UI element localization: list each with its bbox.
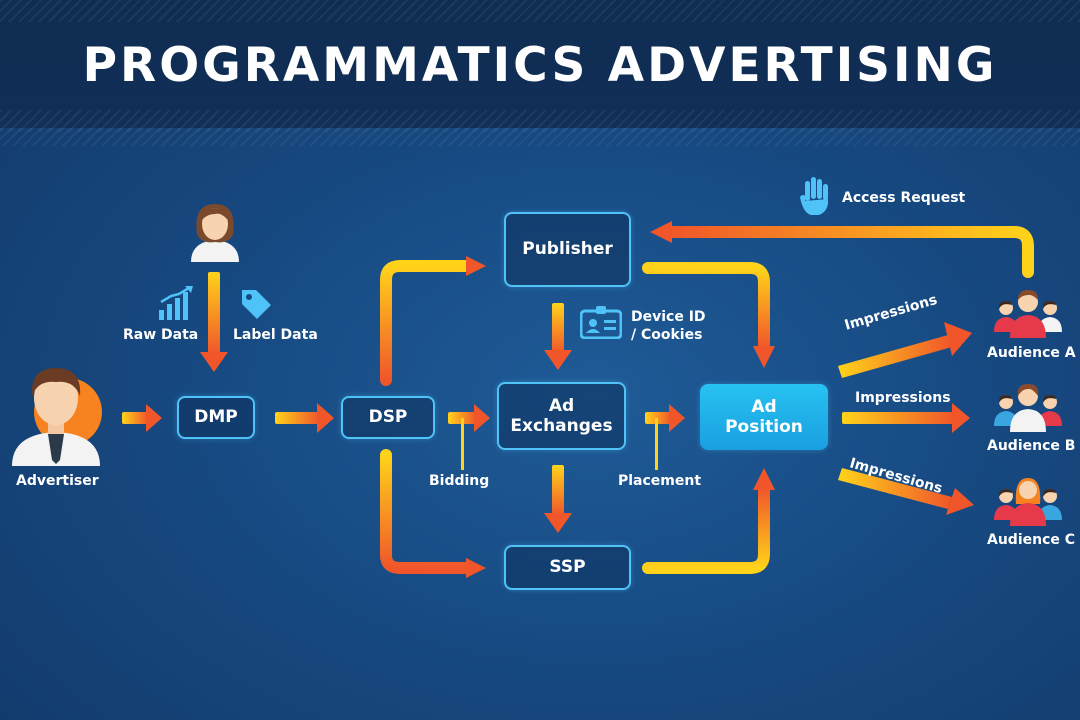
arrow-exchanges-ssp	[544, 465, 572, 533]
arrow-placement	[645, 404, 685, 470]
arrow-bidding	[448, 404, 490, 470]
raw-data-label: Raw Data	[123, 327, 199, 343]
arrow-ssp-adposition	[642, 482, 770, 574]
impressions-b-label: Impressions	[855, 390, 951, 406]
audience-group-icon	[994, 478, 1062, 526]
arrow-dmp-dsp	[275, 403, 334, 433]
publisher-box[interactable]: Publisher	[504, 212, 631, 287]
arrow-access-request	[664, 226, 1034, 278]
audience-group-icon	[994, 290, 1062, 338]
placement-label: Placement	[618, 473, 702, 489]
arrow-dsp-publisher	[380, 260, 474, 386]
ad-position-box[interactable]: Ad Position	[700, 384, 828, 450]
page-title: PROGRAMMATICS ADVERTISING	[82, 38, 998, 93]
tag-icon	[242, 290, 271, 319]
dsp-box[interactable]: DSP	[341, 396, 435, 439]
arrow-publisher-adposition	[642, 262, 770, 354]
arrow-analyst-dmp	[200, 272, 228, 372]
hatch-pattern-bottom	[0, 110, 1080, 132]
data-analyst-avatar-icon	[191, 204, 239, 262]
bar-chart-icon	[159, 286, 193, 320]
ad-exchanges-box[interactable]: Ad Exchanges	[497, 382, 626, 450]
advertiser-avatar-icon	[12, 368, 102, 466]
arrow-dsp-ssp	[380, 449, 474, 574]
audience-a-label: Audience A	[987, 345, 1076, 361]
audience-group-icon	[994, 384, 1062, 432]
title-banner: PROGRAMMATICS ADVERTISING	[0, 0, 1080, 132]
arrow-impressions-c	[838, 468, 974, 515]
arrow-publisher-exchanges	[544, 303, 572, 370]
arrow-advertiser-dmp	[122, 404, 162, 432]
label-data-label: Label Data	[233, 327, 318, 343]
arrow-impressions-b	[842, 403, 970, 433]
hatch-pattern-top	[0, 0, 1080, 22]
arrow-impressions-a	[838, 322, 972, 378]
device-id-label: Device ID / Cookies	[631, 309, 706, 343]
ssp-box[interactable]: SSP	[504, 545, 631, 590]
audience-c-label: Audience C	[987, 532, 1076, 548]
hatch-strip	[0, 128, 1080, 146]
hand-icon	[800, 177, 829, 215]
access-request-label: Access Request	[842, 190, 966, 206]
dmp-box[interactable]: DMP	[177, 396, 255, 439]
bidding-label: Bidding	[429, 473, 490, 489]
id-card-icon	[580, 306, 622, 339]
advertiser-label: Advertiser	[16, 473, 99, 489]
audience-b-label: Audience B	[987, 438, 1076, 454]
